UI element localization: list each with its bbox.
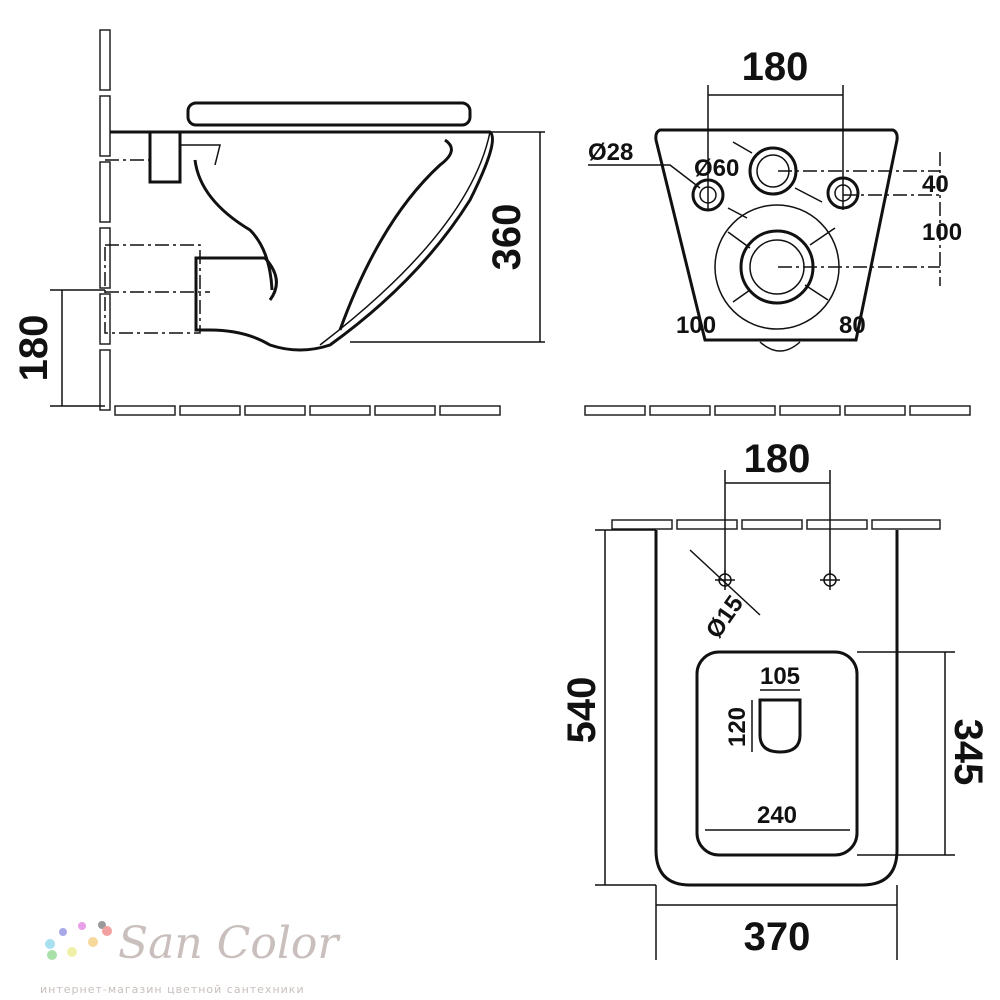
bowl-opening-width-label: 105 [760,663,800,690]
height-label: 360 [485,204,529,271]
outlet-inner-label: 80 [839,312,866,339]
outlet-circle [714,204,840,330]
top-view: 180 Ø15 540 345 105 120 240 370 [560,437,990,960]
top-bolt-spacing-label: 180 [744,437,811,481]
brand-tagline: интернет-магазин цветной сантехники [40,983,305,996]
height-dimension: 360 [350,131,545,343]
bolt-marks [689,549,840,616]
width-label: 370 [744,915,811,959]
seat-opening [695,650,859,857]
inlet-diameter-label: Ø60 [694,155,739,182]
seat-length-label: 345 [946,719,990,786]
outlet-offset-label: 100 [922,219,962,246]
toilet-top-outline [654,530,899,887]
floor-tiles [114,405,501,416]
wall-tiles [99,29,111,411]
toilet-back-outline [654,128,899,342]
inlet-offset-label: 40 [922,171,949,198]
brand-name: San Color [118,918,341,969]
bowl-opening [758,698,802,754]
back-view: 180 Ø28 Ø60 40 100 100 80 [584,45,971,416]
inlet-height-label: 180 [12,315,56,382]
outlet-diameter-label: 100 [676,312,716,339]
inlet-circle [732,141,823,203]
bolt-hole-diameter-label: Ø28 [588,139,633,166]
bolt-spacing-label: 180 [742,45,809,89]
toilet-side-outline [104,101,494,352]
wall-tiles [611,519,941,530]
side-view: 360 180 [12,29,545,416]
seat-inner-width-label: 240 [757,802,797,829]
inlet-height-dimension: 180 [12,289,105,407]
sancolor-logo: San Color интернет-магазин цветной санте… [40,918,341,996]
floor-tiles [584,405,971,416]
length-label: 540 [560,677,604,744]
bowl-opening-length-label: 120 [724,707,751,747]
